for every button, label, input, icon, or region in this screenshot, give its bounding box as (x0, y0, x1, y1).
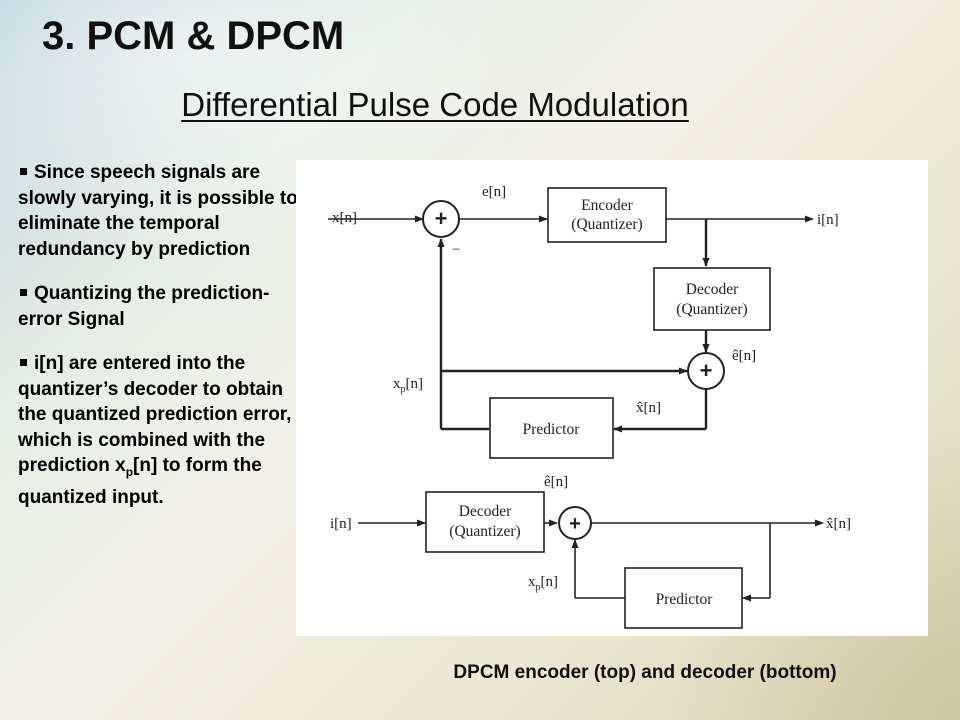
label-xp-n: xp[n] (393, 376, 423, 395)
label-xp-n-decoder: xp[n] (528, 574, 558, 593)
encoder-quantizer-label: (Quantizer) (571, 216, 642, 233)
slide-subtitle: Differential Pulse Code Modulation (181, 86, 689, 123)
bullet-text: Quantizing the prediction-error Signal (18, 283, 270, 330)
bullet-marker (20, 358, 27, 366)
predictor-label: Predictor (523, 421, 581, 438)
plus-sign: + (569, 513, 581, 535)
bullet-list: Since speech signals are slowly varying,… (18, 160, 298, 530)
bullet-item: i[n] are entered into the quantizer’s de… (18, 351, 298, 511)
bullet-text: Since speech signals are slowly varying,… (18, 162, 298, 260)
label-e-n: e[n] (482, 184, 506, 200)
bullet-marker (20, 167, 27, 175)
bullet-text: i[n] are entered into the quantizer’s de… (18, 353, 292, 476)
label-i-n: i[n] (817, 212, 839, 228)
bullet-item: Quantizing the prediction-error Signal (18, 281, 298, 332)
figure-caption: DPCM encoder (top) and decoder (bottom) (453, 662, 837, 683)
subscript-p: p (125, 464, 134, 479)
predictor-label: Predictor (656, 591, 714, 608)
decoder-label: Decoder (686, 281, 739, 298)
decoder-diagram: i[n] Decoder (Quantizer) ê[n] + x̂[n] Pr… (330, 474, 851, 629)
label-xhat-n: x̂[n] (636, 400, 661, 416)
plus-sign: + (435, 206, 448, 231)
dpcm-diagram-svg: x[n] + − e[n] Encoder (Quantizer) i[n] D… (328, 184, 851, 629)
encoder-block (547, 187, 667, 243)
decoder-label: Decoder (459, 503, 512, 520)
bullet-marker (20, 288, 27, 296)
encoder-label: Encoder (581, 197, 633, 214)
decoder-block (425, 491, 545, 553)
minus-sign: − (452, 242, 460, 258)
dpcm-diagram: x[n] + − e[n] Encoder (Quantizer) i[n] D… (296, 160, 928, 636)
label-ehat-n-decoder: ê[n] (544, 474, 568, 490)
bullet-item: Since speech signals are slowly varying,… (18, 160, 298, 262)
label-x-n: x[n] (332, 210, 357, 226)
label-i-n-decoder: i[n] (330, 516, 352, 532)
plus-sign: + (700, 358, 713, 383)
label-xhat-n-decoder: x̂[n] (826, 516, 851, 532)
label-ehat-n: ê[n] (732, 348, 756, 364)
slide-title: 3. PCM & DPCM (42, 14, 345, 58)
decoder-quantizer-block (653, 267, 771, 331)
decoder-quantizer-label: (Quantizer) (676, 301, 747, 318)
predictor-block-encoder (489, 397, 614, 459)
decoder-quantizer-label: (Quantizer) (449, 523, 520, 540)
encoder-diagram: x[n] + − e[n] Encoder (Quantizer) i[n] D… (328, 184, 839, 459)
bullet-text-tail: [n] to form the quantized input. (18, 455, 262, 509)
predictor-block-decoder (624, 567, 743, 629)
